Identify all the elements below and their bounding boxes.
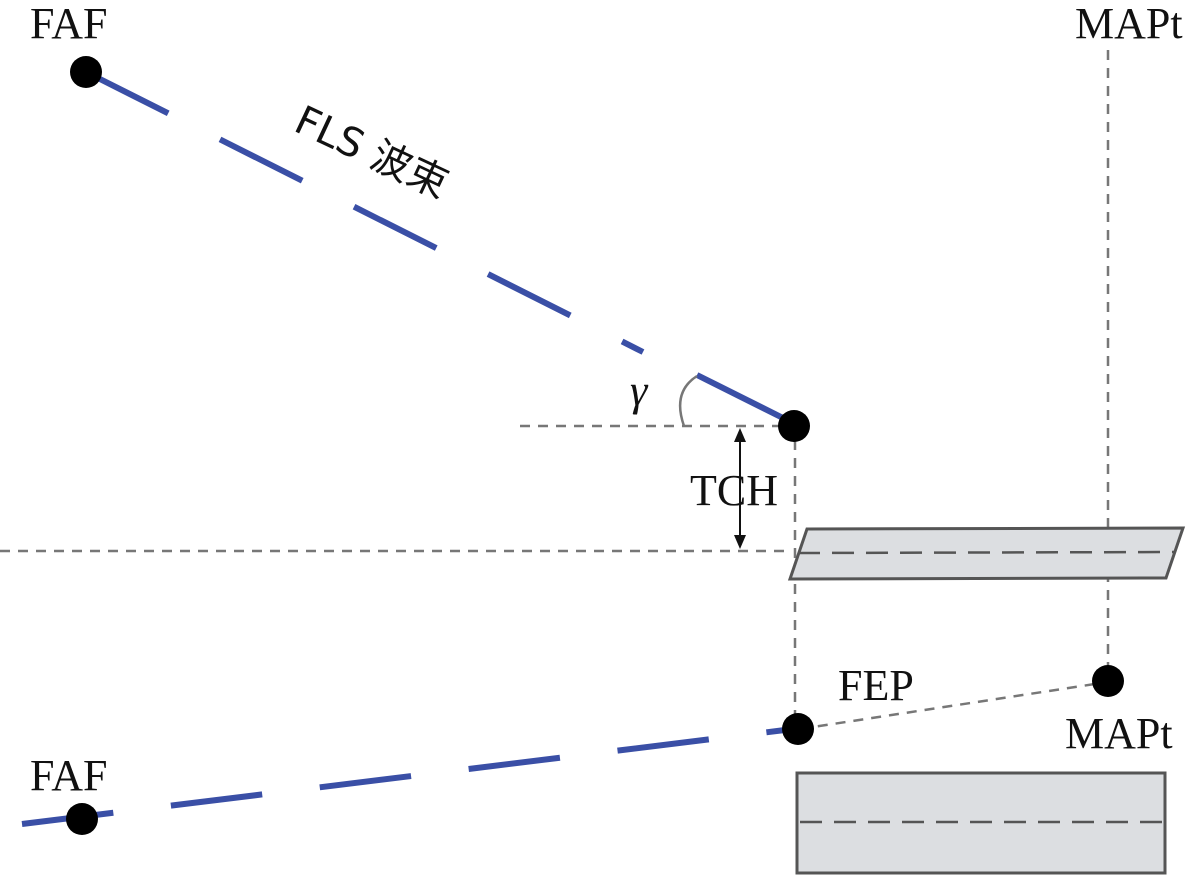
tch-arrowhead-down [734, 535, 746, 549]
mapt-label-bottom: MAPt [1065, 709, 1173, 758]
fls-beam-label: FLS 波束 [288, 97, 456, 208]
tch-arrowhead-up [734, 428, 746, 442]
faf-label-top: FAF [30, 0, 107, 48]
glide-angle-arc [678, 374, 698, 427]
gamma-label: γ [630, 366, 649, 415]
faf-label-bottom: FAF [30, 751, 107, 800]
fls-beam-plan [21, 727, 786, 827]
mapt-point [1092, 665, 1124, 697]
faf-point-bottom [66, 803, 98, 835]
faf-point-top [70, 56, 102, 88]
fep-to-mapt-line [799, 680, 1109, 731]
fep-point [782, 713, 814, 745]
threshold-crossing-point [778, 410, 810, 442]
fep-label: FEP [838, 661, 914, 710]
runway-profile-centerline [797, 550, 1176, 555]
mapt-label-top: MAPt [1075, 0, 1183, 48]
fls-beam-profile [84, 69, 645, 355]
tch-label: TCH [690, 466, 778, 515]
fls-beam-profile-final [695, 372, 795, 426]
